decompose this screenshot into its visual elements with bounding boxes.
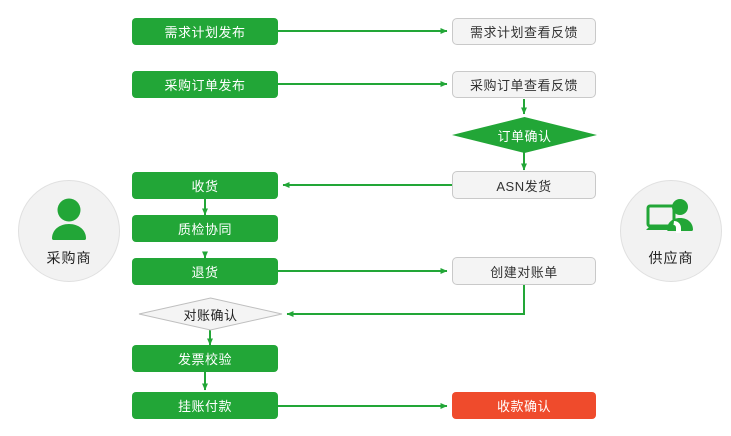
node-label: 质检协同 xyxy=(177,222,232,237)
node-receipt-confirm[interactable]: 收款确认 xyxy=(452,392,596,419)
node-label: 收货 xyxy=(191,179,219,194)
node-order-confirm[interactable]: 订单确认 xyxy=(452,117,597,153)
node-demand-plan-publish[interactable]: 需求计划发布 xyxy=(132,18,278,45)
node-po-feedback[interactable]: 采购订单查看反馈 xyxy=(452,71,596,98)
node-label: 退货 xyxy=(191,265,219,280)
node-label: 对账确认 xyxy=(183,307,238,323)
node-label: 需求计划查看反馈 xyxy=(469,25,578,40)
person-icon xyxy=(52,198,86,240)
node-label: ASN发货 xyxy=(496,178,552,194)
node-label: 订单确认 xyxy=(497,128,552,144)
node-label: 创建对账单 xyxy=(490,264,558,280)
actor-label: 供应商 xyxy=(648,249,694,266)
edge-create-statement-to-statement-confirm xyxy=(286,285,525,317)
node-asn-ship[interactable]: ASN发货 xyxy=(452,171,596,199)
node-label: 采购订单查看反馈 xyxy=(469,78,578,93)
actor-buyer[interactable]: 采购商 xyxy=(18,180,120,282)
node-demand-plan-feedback[interactable]: 需求计划查看反馈 xyxy=(452,18,596,45)
node-statement-confirm[interactable]: 对账确认 xyxy=(138,297,283,331)
diamond-shape xyxy=(138,297,283,331)
node-po-publish[interactable]: 采购订单发布 xyxy=(132,71,278,98)
node-label: 收款确认 xyxy=(496,399,551,414)
node-label: 发票校验 xyxy=(177,352,232,367)
node-label: 采购订单发布 xyxy=(164,78,246,93)
node-label: 需求计划发布 xyxy=(164,25,246,40)
diamond-shape xyxy=(452,117,597,153)
person-computer-icon xyxy=(646,198,693,233)
actor-label: 采购商 xyxy=(46,249,92,266)
node-quality-collab[interactable]: 质检协同 xyxy=(132,215,278,242)
node-receive-goods[interactable]: 收货 xyxy=(132,172,278,199)
node-payable-payment[interactable]: 挂账付款 xyxy=(132,392,278,419)
node-create-statement[interactable]: 创建对账单 xyxy=(452,257,596,285)
actor-supplier[interactable]: 供应商 xyxy=(620,180,722,282)
node-label: 挂账付款 xyxy=(177,399,232,414)
node-return-goods[interactable]: 退货 xyxy=(132,258,278,285)
node-invoice-check[interactable]: 发票校验 xyxy=(132,345,278,372)
